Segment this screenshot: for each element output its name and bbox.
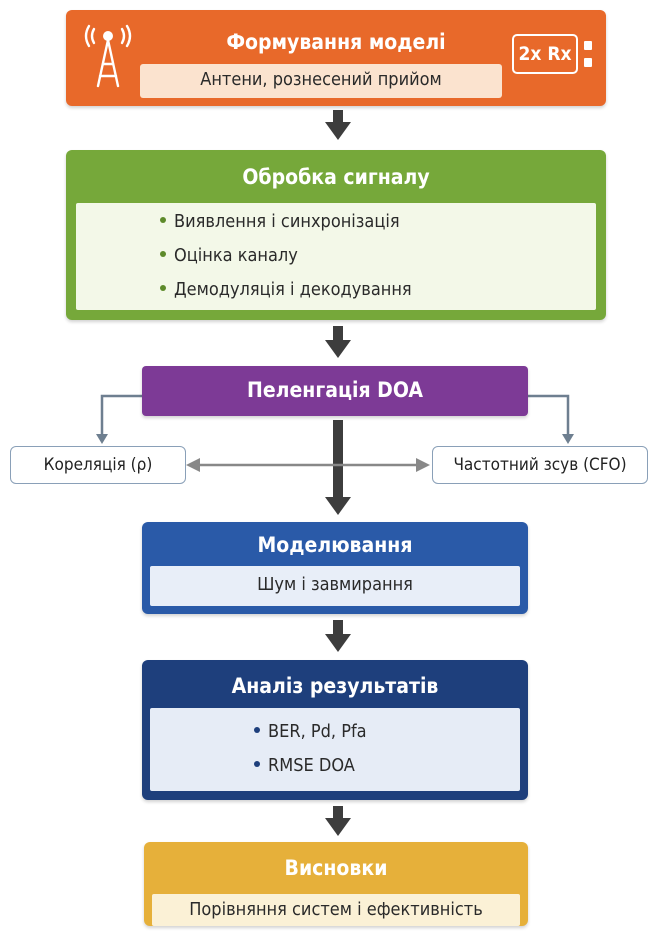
receiver-module-icon: 2x Rx xyxy=(512,34,578,74)
list-item: BER, Pd, Pfa xyxy=(254,715,367,749)
analysis-list: BER, Pd, Pfa RMSE DOA xyxy=(254,715,367,783)
signal-processing-list: Виявлення і синхронізація Оцінка каналу … xyxy=(160,205,412,307)
simulation-subtitle: Шум і завмирання xyxy=(257,574,413,595)
doa-block: Пеленгація DOA xyxy=(142,366,528,416)
model-formation-panel: Антени, рознесений прийом xyxy=(140,64,502,98)
list-item: Демодуляція і декодування xyxy=(160,273,412,307)
arrow-doa-to-simulation xyxy=(325,420,351,515)
receiver-port-bottom xyxy=(584,58,592,67)
simulation-panel: Шум і завмирання xyxy=(150,566,520,606)
doa-title: Пеленгація DOA xyxy=(247,378,423,402)
arrow-analysis-to-conclusions xyxy=(325,806,351,836)
conclusions-subtitle: Порівняння систем і ефективність xyxy=(189,899,483,920)
receiver-port-top xyxy=(584,41,592,50)
list-item: RMSE DOA xyxy=(254,749,367,783)
model-formation-title: Формування моделі xyxy=(226,30,446,54)
model-formation-subtitle: Антени, рознесений прийом xyxy=(200,69,442,90)
receiver-badge-label: 2x Rx xyxy=(518,43,572,65)
connector-doa-to-correlation xyxy=(96,394,142,444)
conclusions-panel: Порівняння систем і ефективність xyxy=(152,894,520,926)
list-item: Виявлення і синхронізація xyxy=(160,205,412,239)
bullet-icon xyxy=(160,285,166,291)
connector-correlation-cfo xyxy=(186,458,430,472)
conclusions-title: Висновки xyxy=(284,856,388,880)
bullet-icon xyxy=(160,217,166,223)
bullet-icon xyxy=(254,761,260,767)
analysis-panel: BER, Pd, Pfa RMSE DOA xyxy=(150,708,520,791)
antenna-tower-icon xyxy=(78,22,138,94)
bullet-icon xyxy=(254,727,260,733)
arrow-signal-to-doa xyxy=(325,326,351,358)
connector-doa-to-cfo xyxy=(528,394,574,444)
arrow-model-to-signal xyxy=(325,110,351,140)
list-item: Оцінка каналу xyxy=(160,239,412,273)
cfo-box: Частотний зсув (CFO) xyxy=(432,446,648,484)
simulation-title: Моделювання xyxy=(257,533,413,557)
correlation-box: Кореляція (ρ) xyxy=(10,446,186,484)
signal-processing-panel: Виявлення і синхронізація Оцінка каналу … xyxy=(76,203,596,310)
arrow-simulation-to-analysis xyxy=(325,620,351,652)
signal-processing-title: Обробка сигналу xyxy=(242,165,430,189)
correlation-label: Кореляція (ρ) xyxy=(43,455,153,475)
cfo-label: Частотний зсув (CFO) xyxy=(453,455,627,475)
analysis-title: Аналіз результатів xyxy=(231,674,439,698)
bullet-icon xyxy=(160,251,166,257)
